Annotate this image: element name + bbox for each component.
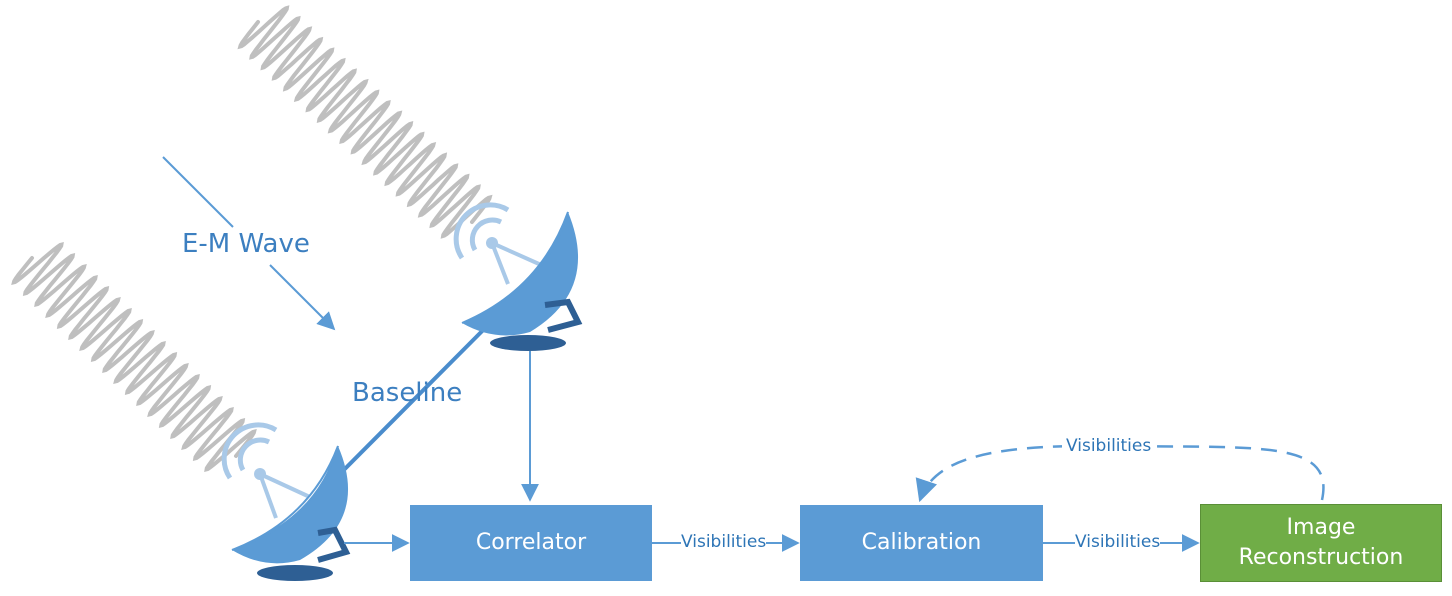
visibilities-feedback-label: Visibilities	[1062, 436, 1156, 456]
satellite-dish-icon	[453, 202, 583, 351]
sine-wave-icon	[11, 242, 257, 472]
visibilities-label-1: Visibilities	[681, 532, 767, 552]
signal-waves-icon	[237, 437, 271, 472]
image-reconstruction-label-line2: Reconstruction	[1238, 545, 1404, 570]
em-wave-arrow-upper	[162, 156, 234, 228]
visibilities-label-2: Visibilities	[1075, 532, 1161, 552]
image-reconstruction-box: Image Reconstruction	[1200, 504, 1442, 582]
em-wave-arrow-lower	[269, 264, 336, 331]
correlator-label: Correlator	[475, 530, 587, 556]
satellite-dish-icon	[221, 422, 351, 581]
signal-waves-icon	[469, 217, 503, 252]
baseline-label: Baseline	[352, 378, 463, 408]
calibration-label: Calibration	[861, 530, 982, 556]
image-reconstruction-label-line1: Image	[1286, 515, 1356, 541]
correlator-box: Correlator	[410, 505, 652, 581]
em-wave-label: E-M Wave	[182, 229, 310, 259]
calibration-box: Calibration	[800, 505, 1043, 581]
sine-wave-icon	[237, 5, 493, 239]
